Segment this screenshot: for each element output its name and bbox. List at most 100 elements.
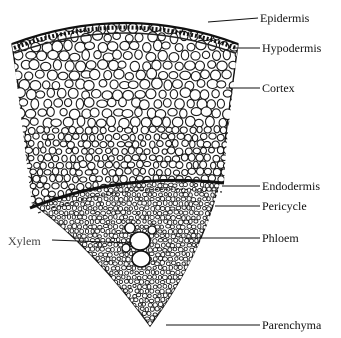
tissue-cell — [181, 197, 186, 201]
tissue-cell — [179, 202, 183, 206]
tissue-cell — [41, 224, 46, 228]
tissue-cell — [109, 215, 113, 220]
tissue-cell — [228, 326, 231, 330]
tissue-cell — [46, 307, 50, 311]
tissue-cell — [87, 325, 91, 330]
tissue-cell — [226, 201, 231, 206]
tissue-cell — [130, 134, 135, 141]
tissue-cell — [33, 294, 38, 298]
tissue-cell — [90, 285, 94, 288]
tissue-cell — [153, 313, 157, 316]
tissue-cell — [129, 289, 133, 293]
tissue-cell — [33, 303, 37, 308]
tissue-cell — [203, 207, 207, 211]
tissue-cell — [44, 127, 49, 133]
tissue-cell — [54, 248, 59, 253]
tissue-cell — [28, 312, 32, 315]
tissue-cell — [120, 225, 124, 229]
label-cortex: Cortex — [262, 81, 295, 95]
tissue-cell — [189, 219, 192, 223]
tissue-cell — [92, 141, 99, 147]
tissue-cell — [236, 170, 243, 175]
tissue-cell — [84, 284, 89, 288]
tissue-cell — [204, 193, 208, 197]
tissue-cell — [211, 303, 214, 307]
tissue-cell — [86, 294, 90, 298]
tissue-cell — [38, 155, 44, 162]
tissue-cell — [218, 326, 222, 330]
tissue-cell — [158, 239, 162, 242]
tissue-cell — [75, 267, 79, 270]
tissue-cell — [92, 261, 96, 265]
tissue-cell — [86, 201, 91, 205]
tissue-cell — [148, 201, 151, 206]
tissue-cell — [166, 289, 171, 293]
tissue-cell — [41, 280, 45, 284]
tissue-cell — [47, 107, 54, 116]
tissue-cell — [153, 275, 157, 279]
tissue-cell — [147, 211, 151, 215]
tissue-cell — [148, 275, 152, 279]
tissue-cell — [226, 211, 230, 214]
tissue-cell — [217, 134, 224, 141]
tissue-cell — [73, 134, 79, 140]
tissue-cell — [54, 99, 63, 107]
tissue-cell — [223, 235, 227, 238]
tissue-cell — [127, 162, 134, 168]
tissue-cell — [229, 253, 233, 257]
tissue-cell — [70, 303, 74, 307]
tissue-cell — [33, 266, 37, 271]
tissue-cell — [57, 289, 60, 293]
tissue-cell — [176, 298, 181, 302]
tissue-cell — [148, 303, 152, 307]
tissue-cell — [218, 224, 222, 228]
tissue-cell — [48, 294, 52, 297]
tissue-cell — [221, 238, 225, 242]
tissue-cell — [102, 168, 107, 175]
tissue-cell — [175, 317, 180, 321]
tissue-cell — [8, 148, 15, 155]
tissue-cell — [83, 298, 87, 303]
tissue-cell — [191, 233, 196, 237]
tissue-cell — [40, 162, 46, 169]
tissue-cell — [4, 154, 11, 160]
tissue-cell — [184, 302, 187, 307]
tissue-cell — [38, 303, 41, 307]
tissue-cell — [155, 298, 160, 302]
tissue-cell — [133, 211, 137, 215]
tissue-cell — [36, 298, 40, 302]
tissue-cell — [197, 234, 200, 238]
tissue-cell — [203, 243, 207, 248]
tissue-cell — [78, 326, 81, 331]
tissue-cell — [48, 276, 52, 280]
tissue-cell — [59, 294, 63, 298]
tissue-cell — [182, 206, 186, 210]
tissue-cell — [215, 192, 218, 195]
tissue-cell — [46, 317, 50, 321]
tissue-cell — [125, 207, 128, 210]
tissue-cell — [160, 260, 164, 265]
tissue-cell — [36, 279, 40, 283]
tissue-cell — [94, 51, 101, 59]
tissue-cell — [135, 50, 143, 59]
tissue-cell — [39, 229, 44, 233]
tissue-cell — [119, 270, 123, 275]
tissue-cell — [217, 298, 221, 302]
tissue-cell — [105, 162, 112, 168]
tissue-cell — [181, 325, 185, 329]
tissue-cell — [114, 214, 117, 219]
tissue-cell — [160, 289, 164, 294]
tissue-cell — [5, 140, 12, 147]
tissue-cell — [164, 293, 168, 298]
tissue-cell — [179, 220, 184, 225]
tissue-cell — [35, 225, 39, 229]
tissue-cell — [129, 308, 133, 312]
tissue-cell — [54, 304, 57, 307]
tissue-cell — [195, 321, 200, 325]
tissue-cell — [140, 154, 147, 161]
tissue-cell — [163, 322, 166, 325]
tissue-cell — [155, 326, 159, 330]
tissue-cell — [228, 308, 232, 311]
tissue-cell — [72, 280, 76, 283]
tissue-cell — [132, 312, 136, 316]
